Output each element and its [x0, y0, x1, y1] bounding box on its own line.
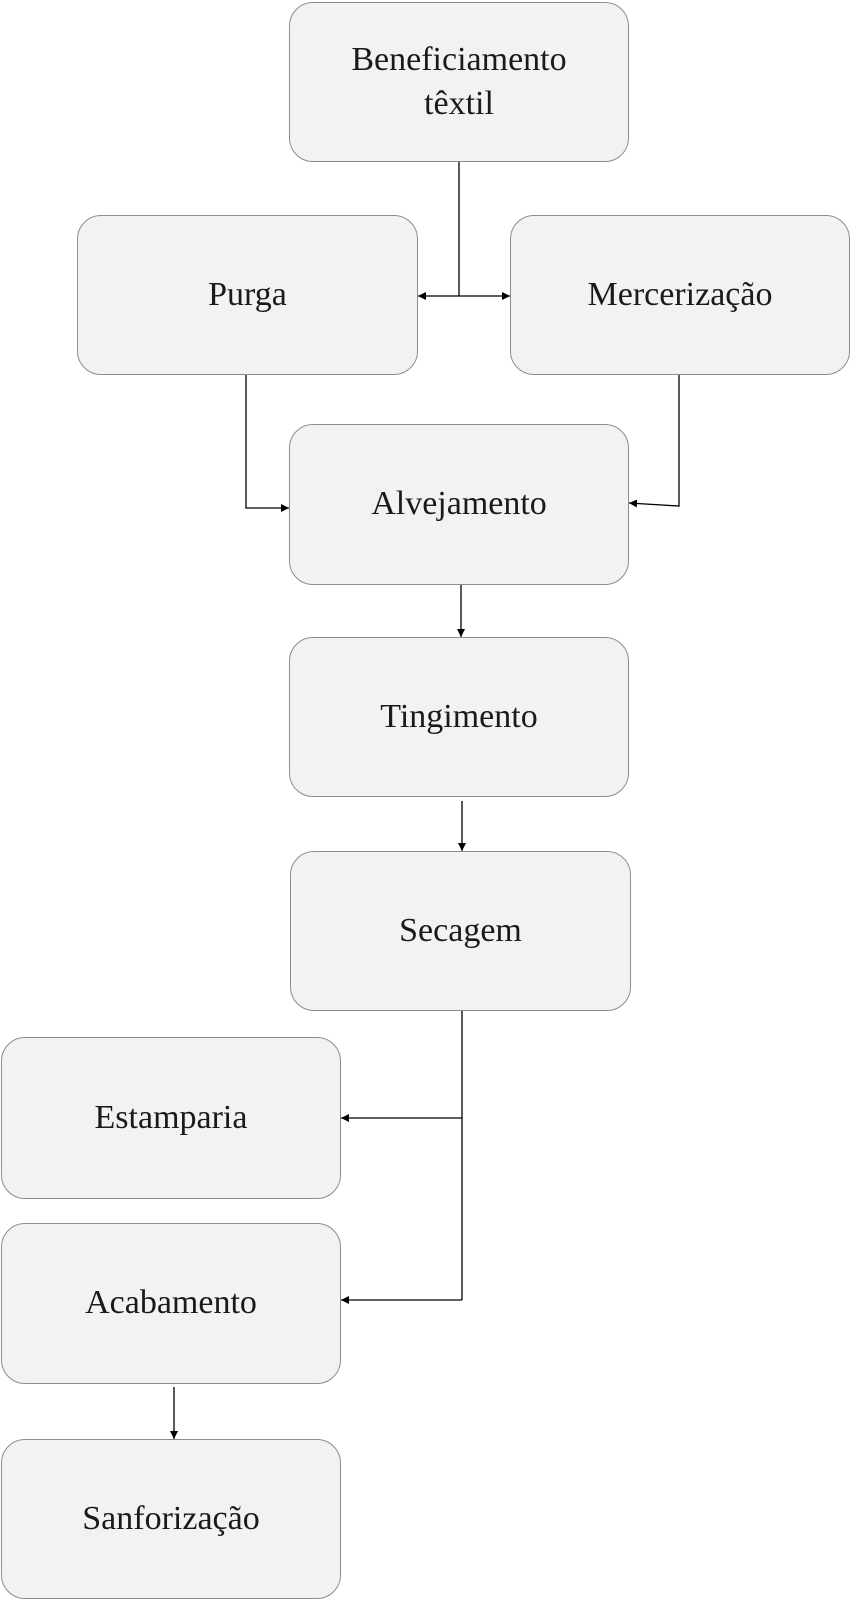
- node-alvejamento: Alvejamento: [289, 424, 629, 585]
- node-tingimento: Tingimento: [289, 637, 629, 797]
- node-label: Acabamento: [85, 1284, 257, 1322]
- node-label: Sanforização: [82, 1499, 260, 1537]
- node-label: Secagem: [399, 911, 522, 949]
- node-label: Purga: [208, 275, 287, 313]
- node-acabamento: Acabamento: [1, 1223, 341, 1384]
- edge-purga-alvejamento: [245, 375, 289, 512]
- node-label: Alvejamento: [371, 485, 547, 523]
- node-label: Beneficiamento têxtil: [351, 40, 567, 122]
- node-label: Estamparia: [94, 1098, 248, 1136]
- node-purga: Purga: [77, 215, 418, 375]
- node-estamparia: Estamparia: [1, 1037, 341, 1199]
- node-secagem: Secagem: [290, 851, 631, 1011]
- node-sanforizacao: Sanforização: [1, 1439, 341, 1599]
- node-mercerizacao: Mercerização: [510, 215, 850, 375]
- edge-mercerizacao-alvejamento: [628, 375, 680, 508]
- node-label: Mercerização: [587, 275, 773, 313]
- node-beneficiamento-textil: Beneficiamento têxtil: [289, 2, 629, 162]
- node-label: Tingimento: [380, 697, 538, 735]
